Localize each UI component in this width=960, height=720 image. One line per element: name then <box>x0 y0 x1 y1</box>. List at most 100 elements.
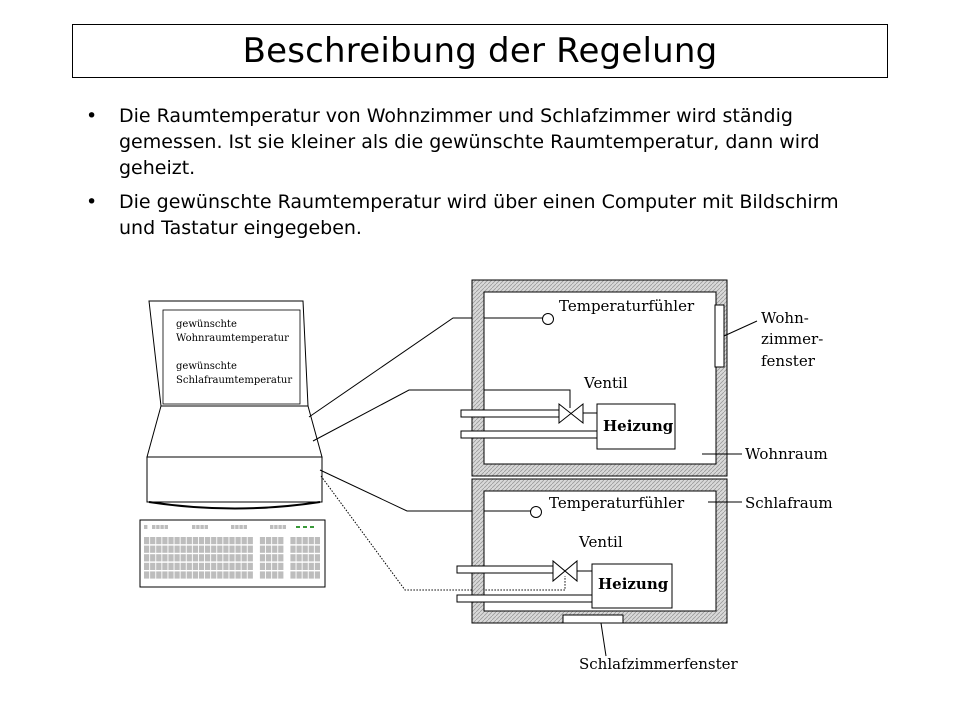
keyboard-key <box>150 562 156 570</box>
keyboard-key <box>168 537 174 545</box>
keyboard-key <box>164 525 168 529</box>
keyboard-key <box>198 562 205 570</box>
keyboard-key <box>180 537 186 545</box>
keyboard-key <box>229 562 235 570</box>
keyboard-key <box>296 571 302 579</box>
bullet-text: Die gewünschte Raumtemperatur wird über … <box>119 190 839 239</box>
keyboard-key <box>278 525 282 529</box>
keyboard-key <box>290 537 296 545</box>
keyboard-key <box>211 562 217 570</box>
keyboard-key <box>314 537 320 545</box>
keyboard-key <box>229 537 235 545</box>
keyboard-key <box>211 537 217 545</box>
keyboard-key <box>186 545 192 553</box>
keyboard-key <box>217 545 223 553</box>
bullet-icon: • <box>86 105 98 127</box>
keyboard-key <box>192 571 198 579</box>
keyboard-key <box>241 571 247 579</box>
keyboard-key <box>235 537 241 545</box>
sensor-schlafraum-label: Temperaturfühler <box>549 494 685 512</box>
room-wohnraum: Heizung Temperaturfühler Ventil Wohn- zi… <box>460 279 828 477</box>
keyboard-key <box>247 562 253 570</box>
keyboard-key <box>180 554 186 562</box>
keyboard-key <box>278 545 284 553</box>
keyboard-key <box>308 571 314 579</box>
keyboard-key <box>150 537 156 545</box>
keyboard-key <box>235 562 241 570</box>
keyboard-key <box>211 554 217 562</box>
room-schlafraum-label: Schlafraum <box>745 494 833 512</box>
keyboard-key <box>198 571 205 579</box>
monitor-base-curve <box>148 501 321 510</box>
pipe-bottom-wohnraum <box>460 430 598 439</box>
keyboard-key <box>247 537 253 545</box>
keyboard-key <box>231 525 235 529</box>
keyboard-key <box>296 537 302 545</box>
keyboard-key <box>192 554 198 562</box>
keyboard-key <box>308 537 314 545</box>
screen-line-2: Wohnraumtemperatur <box>176 333 289 344</box>
keyboard-key <box>239 525 243 529</box>
keyboard-key <box>162 545 168 553</box>
keyboard-key <box>229 545 235 553</box>
keyboard-key <box>259 562 266 570</box>
keyboard-key <box>235 571 241 579</box>
keyboard-key <box>192 545 198 553</box>
line-valve-wohnraum <box>312 389 571 442</box>
window-wohnzimmer <box>714 304 725 368</box>
keyboard-key <box>144 562 150 570</box>
bullet-item: • Die Raumtemperatur von Wohnzimmer und … <box>86 103 876 182</box>
keyboard-key <box>205 562 211 570</box>
keyboard-key <box>235 525 239 529</box>
keyboard-key <box>162 562 168 570</box>
keyboard-key <box>235 545 241 553</box>
keyboard-key <box>278 571 284 579</box>
keyboard-key <box>272 562 278 570</box>
keyboard-key <box>211 571 217 579</box>
keyboard-key <box>217 562 223 570</box>
keyboard-key <box>259 571 266 579</box>
keyboard-key <box>205 545 211 553</box>
keyboard-key <box>223 554 229 562</box>
keyboard-key <box>150 554 156 562</box>
keyboard-key <box>205 571 211 579</box>
keyboard-key <box>180 562 186 570</box>
keyboard-key <box>162 554 168 562</box>
keyboard-key <box>247 554 253 562</box>
keyboard-key <box>223 571 229 579</box>
heater-schlafraum-label: Heizung <box>598 575 669 593</box>
keyboard-key <box>162 537 168 545</box>
keyboard-key <box>272 545 278 553</box>
keyboard-key <box>266 545 272 553</box>
keyboard-key <box>217 537 223 545</box>
window-wohnzimmer-label-3: fenster <box>761 352 816 370</box>
window-schlafzimmer-label: Schlafzimmerfenster <box>579 655 739 673</box>
keyboard-key <box>162 571 168 579</box>
keyboard-key <box>272 554 278 562</box>
keyboard-key <box>229 554 235 562</box>
keyboard-key <box>308 545 314 553</box>
keyboard-led <box>303 526 307 528</box>
signal-lines <box>308 317 571 591</box>
keyboard-key <box>241 562 247 570</box>
keyboard-key <box>205 554 211 562</box>
keyboard-key <box>272 571 278 579</box>
keyboard-key <box>144 545 150 553</box>
keyboard-key <box>314 562 320 570</box>
monitor-base <box>146 456 323 503</box>
valve-schlafraum-icon <box>552 559 578 583</box>
keyboard-key <box>200 525 204 529</box>
keyboard-key <box>144 554 150 562</box>
keyboard-key <box>266 571 272 579</box>
keyboard-keys <box>144 525 320 579</box>
window-schlafzimmer <box>562 614 624 624</box>
keyboard-key <box>247 571 253 579</box>
heater-schlafraum <box>591 563 673 609</box>
keyboard-key <box>174 554 180 562</box>
valve-schlafraum-label: Ventil <box>578 533 623 551</box>
keyboard-key <box>308 554 314 562</box>
valve-wohnraum-icon <box>558 402 584 425</box>
sensor-wohnraum-icon <box>542 313 554 325</box>
monitor-neck <box>146 405 323 458</box>
pipe-bottom-schlafraum <box>456 594 593 603</box>
